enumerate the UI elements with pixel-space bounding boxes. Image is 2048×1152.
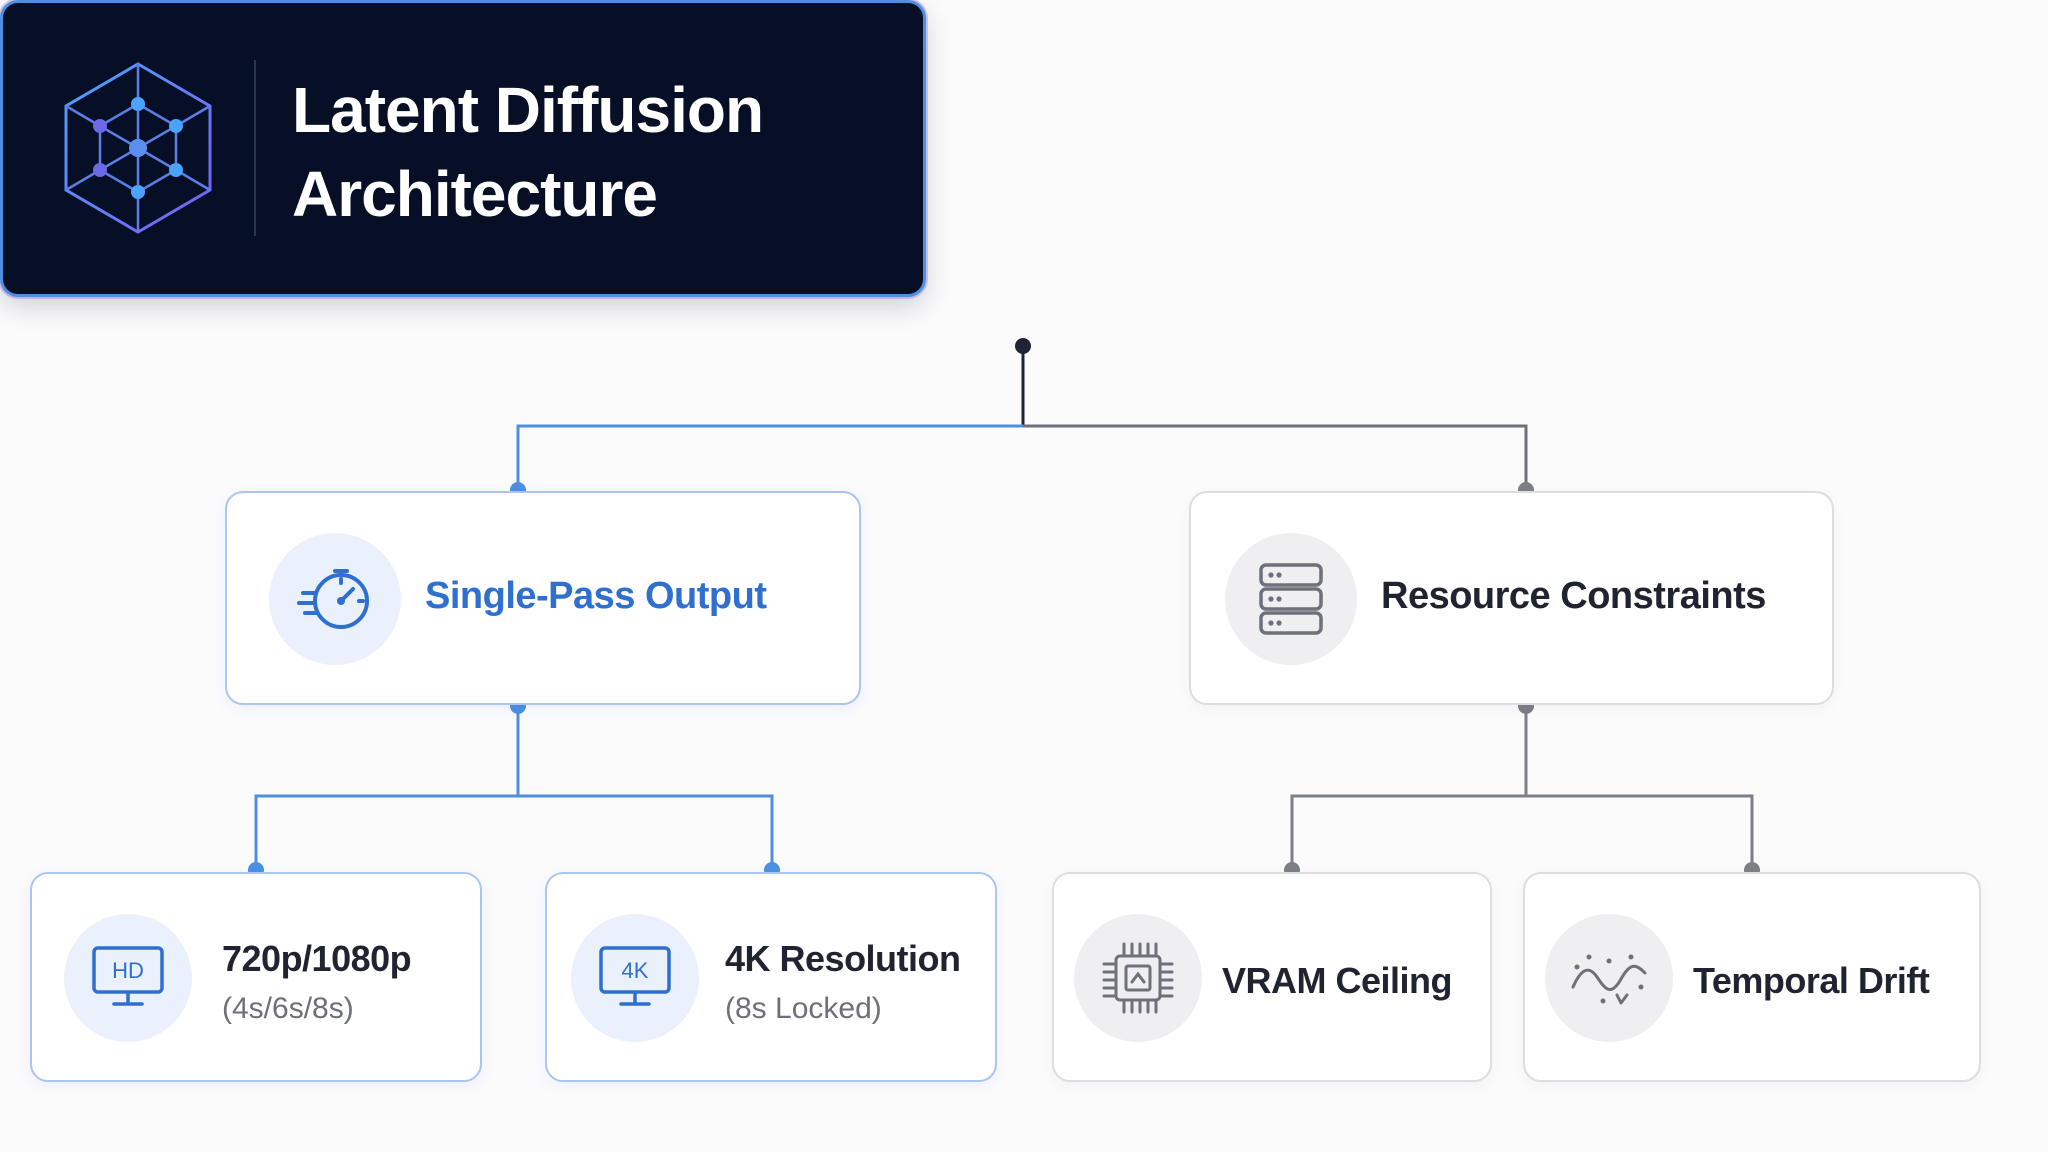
chip-icon [1074, 914, 1202, 1042]
drift-wave-icon [1545, 914, 1673, 1042]
hd-resolution-node[interactable]: HD 720p/1080p (4s/6s/8s) [30, 872, 482, 1082]
connector-root-to-resource [1023, 424, 1528, 490]
resource-constraints-node[interactable]: Resource Constraints [1189, 491, 1834, 705]
hd-badge-text: HD [112, 958, 144, 983]
temporal-drift-node[interactable]: Temporal Drift [1523, 872, 1981, 1082]
root-divider [254, 60, 256, 236]
connector-root-to-single-pass [516, 424, 1023, 490]
single-pass-output-label: Single-Pass Output [425, 575, 767, 617]
vram-ceiling-node[interactable]: VRAM Ceiling [1052, 872, 1492, 1082]
root-node[interactable]: Latent Diffusion Architecture [0, 0, 926, 297]
vram-ceiling-title: VRAM Ceiling [1222, 960, 1453, 1001]
hexagon-network-icon [64, 62, 212, 234]
connector-resource-branches [1290, 794, 1754, 870]
hd-resolution-title: 720p/1080p [222, 938, 412, 979]
root-title-line-1: Latent Diffusion [292, 74, 764, 146]
hd-resolution-subtitle: (4s/6s/8s) [222, 992, 354, 1025]
root-title-line-2: Architecture [292, 158, 658, 230]
connector-dot-root [1015, 338, 1031, 354]
speedometer-icon [269, 533, 401, 665]
4k-resolution-subtitle: (8s Locked) [725, 992, 882, 1025]
4k-badge-text: 4K [622, 958, 649, 983]
server-stack-icon [1225, 533, 1357, 665]
connector-single-pass-branches [254, 794, 774, 870]
temporal-drift-title: Temporal Drift [1693, 960, 1930, 1001]
4k-resolution-title: 4K Resolution [725, 938, 961, 979]
root-title: Latent Diffusion Architecture [292, 68, 892, 236]
4k-resolution-node[interactable]: 4K 4K Resolution (8s Locked) [545, 872, 997, 1082]
4k-monitor-icon: 4K [571, 914, 699, 1042]
resource-constraints-label: Resource Constraints [1381, 575, 1766, 617]
hd-monitor-icon: HD [64, 914, 192, 1042]
single-pass-output-node[interactable]: Single-Pass Output [225, 491, 861, 705]
